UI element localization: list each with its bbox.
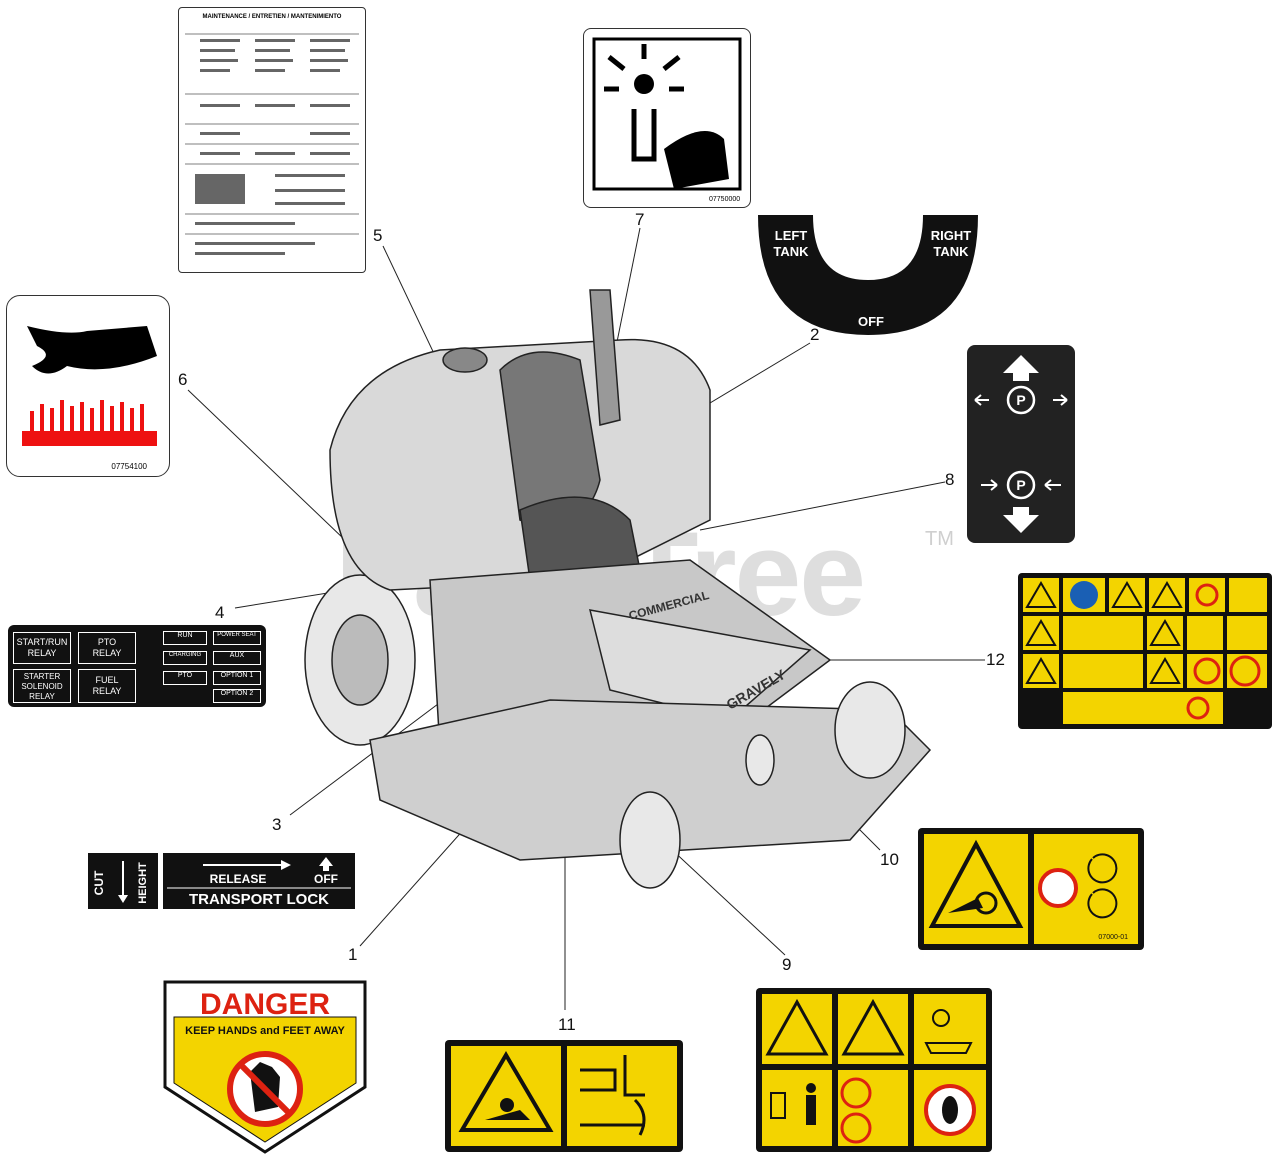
maintenance-title: MAINTENANCE / ENTRETIEN / MANTENIMIENTO: [202, 14, 342, 20]
fuse-aux: AUX: [213, 651, 261, 665]
svg-text:TANK: TANK: [773, 244, 809, 259]
svg-text:RELEASE: RELEASE: [210, 872, 267, 886]
svg-text:TANK: TANK: [933, 244, 969, 259]
fuse-power-seat: POWER SEAT: [213, 631, 261, 645]
svg-text:07754100: 07754100: [111, 462, 147, 471]
decal-entanglement: 07750000: [583, 28, 751, 208]
callout-4: 4: [215, 603, 225, 622]
hot-surface-icon: 07754100: [22, 326, 157, 471]
maintenance-table: [185, 33, 359, 255]
svg-text:TRANSPORT LOCK: TRANSPORT LOCK: [189, 891, 329, 908]
fuse-run: RUN: [163, 631, 207, 645]
svg-text:KEEP HANDS and FEET AWAY: KEEP HANDS and FEET AWAY: [185, 1025, 345, 1037]
callout-11: 11: [558, 1015, 576, 1034]
decal-maintenance: MAINTENANCE / ENTRETIEN / MANTENIMIENTO: [178, 7, 366, 273]
decal-12: [1018, 573, 1272, 729]
fuse-option1: OPTION 1: [213, 671, 261, 685]
decal-danger: DANGER KEEP HANDS and FEET AWAY: [163, 980, 367, 1154]
callout-2: 2: [810, 325, 820, 344]
svg-text:RIGHT: RIGHT: [931, 228, 972, 243]
svg-text:P: P: [1016, 392, 1025, 408]
callout-7: 7: [635, 210, 645, 229]
decal-transport-lock: RELEASE OFF TRANSPORT LOCK: [163, 853, 355, 909]
callout-8: 8: [945, 470, 955, 489]
callout-12: 12: [986, 650, 1005, 669]
svg-text:DANGER: DANGER: [200, 988, 330, 1021]
svg-text:CUT: CUT: [92, 870, 106, 895]
svg-text:P: P: [1016, 477, 1025, 493]
decal-10: 07000-01: [918, 828, 1144, 950]
callout-6: 6: [178, 370, 188, 389]
callout-10: 10: [880, 850, 899, 869]
svg-text:07750000: 07750000: [709, 196, 740, 203]
callout-9: 9: [782, 955, 792, 974]
fuse-charging: CHARGING: [163, 651, 207, 665]
decal-11: [445, 1040, 683, 1152]
callout-1: 1: [348, 945, 358, 964]
mower-illustration: COMMERCIAL GRAVELY: [304, 289, 932, 889]
svg-text:HEIGHT: HEIGHT: [137, 862, 149, 904]
decal-parking-brake: P P: [967, 345, 1075, 543]
fuse-pto: PTO: [163, 671, 207, 685]
svg-text:07000-01: 07000-01: [1098, 934, 1128, 941]
watermark-tm: TM: [925, 528, 954, 550]
svg-text:OFF: OFF: [314, 872, 338, 886]
svg-text:OFF: OFF: [858, 314, 884, 329]
decal-hot-surface: 07754100: [6, 295, 170, 477]
callout-3: 3: [272, 815, 282, 834]
callout-5: 5: [373, 226, 383, 245]
svg-text:LEFT: LEFT: [775, 228, 808, 243]
decal-fuel-selector: LEFT TANK RIGHT TANK OFF: [758, 215, 978, 335]
fuse-option2: OPTION 2: [213, 689, 261, 703]
decal-cut-height: CUT HEIGHT: [88, 853, 158, 909]
decal-9: [756, 988, 992, 1152]
entanglement-icon: 07750000: [592, 37, 742, 203]
